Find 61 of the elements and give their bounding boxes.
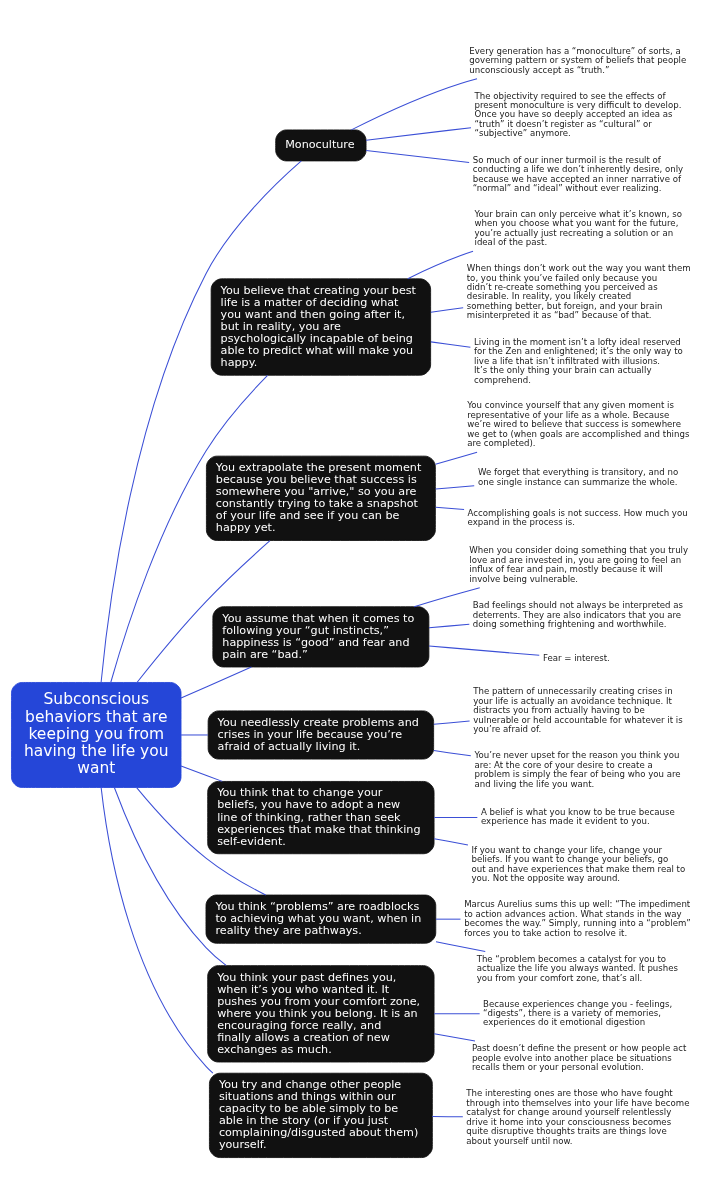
- node-text: The objectivity required to see the effects of present monoculture is very difficult to develop. Once you have so deeply accepted an idea as “truth” it doesn’t register as “cultural” or “subjective” anymore.: [474, 90, 682, 138]
- connector: [433, 837, 469, 845]
- connector: [100, 786, 214, 1074]
- connector: [413, 586, 481, 607]
- connector: [433, 719, 471, 725]
- connector: [428, 623, 470, 628]
- connector: [431, 1115, 464, 1117]
- connector: [350, 77, 478, 130]
- connector: [435, 940, 486, 952]
- connector: [433, 816, 478, 818]
- node-box: You think “problems” are roadblocks to achieving what you want, when in reality they are pathways.: [205, 894, 437, 944]
- node-text: Living in the moment isn’t a lofty ideal reserved for the Zen and enlightened; it’s the only way to live a life that isn’t infiltrated with illusions. It’s the only thing your brain can actually comprehend.: [474, 336, 683, 385]
- node-box: You needlessly create problems and crises in your life because you’re afraid of actually living it.: [207, 709, 435, 759]
- connector: [365, 126, 472, 141]
- node-text: The interesting ones are those who have fought through into themselves into your life have become catalyst for change around yourself relentlessly drive it home into your consciousness becomes quite disruptive thoughts traits are things love about yourself until now.: [466, 1087, 690, 1146]
- connector: [113, 786, 227, 966]
- node-box: Subconscious behaviors that are keeping you from having the life you want: [11, 681, 182, 788]
- node-text: If you want to change your life, change your beliefs. If you want to change your beliefs, go out and have experiences that make them real to you. Not the opposite way around.: [471, 844, 686, 883]
- connector: [407, 250, 474, 279]
- node-text: The “problem becomes a catalyst for you to actualize the life you always wanted. It pushes you from your comfort zone, that’s all.: [476, 953, 678, 983]
- connector: [435, 918, 461, 920]
- node-text: Accomplishing goals is not success. How much you expand in the process is.: [467, 507, 688, 527]
- connector: [180, 733, 209, 735]
- node-box: You think that to change your beliefs, you have to adopt a new line of thinking, rather than seek experiences that make that thinking self-evident.: [207, 780, 435, 854]
- node-box: Monoculture: [275, 129, 367, 161]
- connector: [434, 451, 478, 465]
- connector: [136, 539, 271, 683]
- connector: [180, 765, 223, 782]
- connector: [433, 749, 472, 756]
- connector: [433, 1032, 476, 1041]
- node-text: A belief is what you know to be true because experience has made it evident to you.: [480, 806, 675, 826]
- node-text: So much of our inner turmoil is the result of conducting a life we don’t inherently desire, only because we have accepted an inner narrative of “normal” and “ideal” without ever realizing.: [472, 154, 684, 193]
- connector: [365, 149, 470, 163]
- node-text: Past doesn’t define the present or how people act people evolve into another place be situations recalls them or your personal evolution.: [471, 1042, 687, 1072]
- connector: [430, 306, 464, 313]
- node-box: You think your past defines you, when it’s you who wanted it. It pushes you from your comfort zone, where you think you belong. It is an encouraging force really, and finally allows a creation of new exchanges as much.: [207, 964, 435, 1062]
- node-text: Bad feelings should not always be interpreted as deterrents. They are also indicators that you are doing something frightening and worthwhile.: [472, 599, 684, 629]
- connector: [428, 644, 540, 656]
- node-box: You believe that creating your best life is a matter of deciding what you want and then going after it, but in reality, you are psychologically incapable of being able to predict what will make you happy.: [210, 277, 432, 376]
- node-box: You assume that when it comes to following your “gut instincts,” happiness is “good” and fear and pain are “bad.”: [212, 605, 430, 667]
- node-box: You try and change other people situations and things within our capacity to be able simply to be able in the story (or if you just complaining/disgusted about them) yourself.: [209, 1072, 433, 1158]
- connector: [430, 340, 471, 348]
- node-text: You convince yourself that any given moment is representative of your life as a whole. Because we’re wired to believe that success is somewhere we get to (when goals are accomplished and things are completed).: [467, 399, 690, 448]
- node-text: When you consider doing something that you truly love and are invested in, you are going to feel an influx of fear and pain, mostly because it will involve being vulnerable.: [469, 544, 689, 584]
- node-text: We forget that everything is transitory, and no one single instance can summarize the whole.: [477, 466, 679, 487]
- node-text: Fear = interest.: [542, 652, 610, 663]
- node-text: Because experiences change you - feelings, “digests”, there is a variety of memories, experiences do it emotional digestion: [483, 998, 673, 1027]
- node-box: You extrapolate the present moment because you believe that success is somewhere you "arrive," so you are constantly trying to take a snapshot of your life and see if you can be happy yet.: [206, 455, 436, 541]
- connector: [435, 484, 475, 489]
- node-text: Marcus Aurelius sums this up well: “The impediment to action advances action. What stands in the way becomes the way.” Simply, running into a “problem” forces you to take action to resolve it.: [464, 898, 691, 938]
- node-text: You’re never upset for the reason you think you are: At the core of your desire to create a problem is simply the fear of being who you are and living the life you want.: [474, 749, 681, 789]
- connector: [180, 666, 252, 699]
- connector: [136, 786, 267, 895]
- connector: [100, 159, 302, 683]
- connector: [433, 1012, 481, 1014]
- node-text: When things don’t work out the way you want them to, you think you’ve failed only because you didn’t re-create something you perceived as desirable. In reality, you likely created something better, but foreign, and your brain misinterpreted it as “bad” because of that.: [466, 262, 691, 320]
- node-text: Your brain can only perceive what it’s known, so when you choose what you want for the future, you’re actually just recreating a solution or an ideal of the past.: [474, 208, 682, 247]
- node-text: The pattern of unnecessarily creating crises in your life is actually an avoidance technique. It distracts you from actually having to be vulnerable or held accountable for whatever it is you’re afraid of.: [473, 685, 683, 734]
- connector: [435, 506, 465, 510]
- connector: [110, 374, 269, 683]
- node-text: Every generation has a “monoculture” of sorts, a governing pattern or system of beliefs that people unconsciously accept as “truth.”: [469, 45, 687, 75]
